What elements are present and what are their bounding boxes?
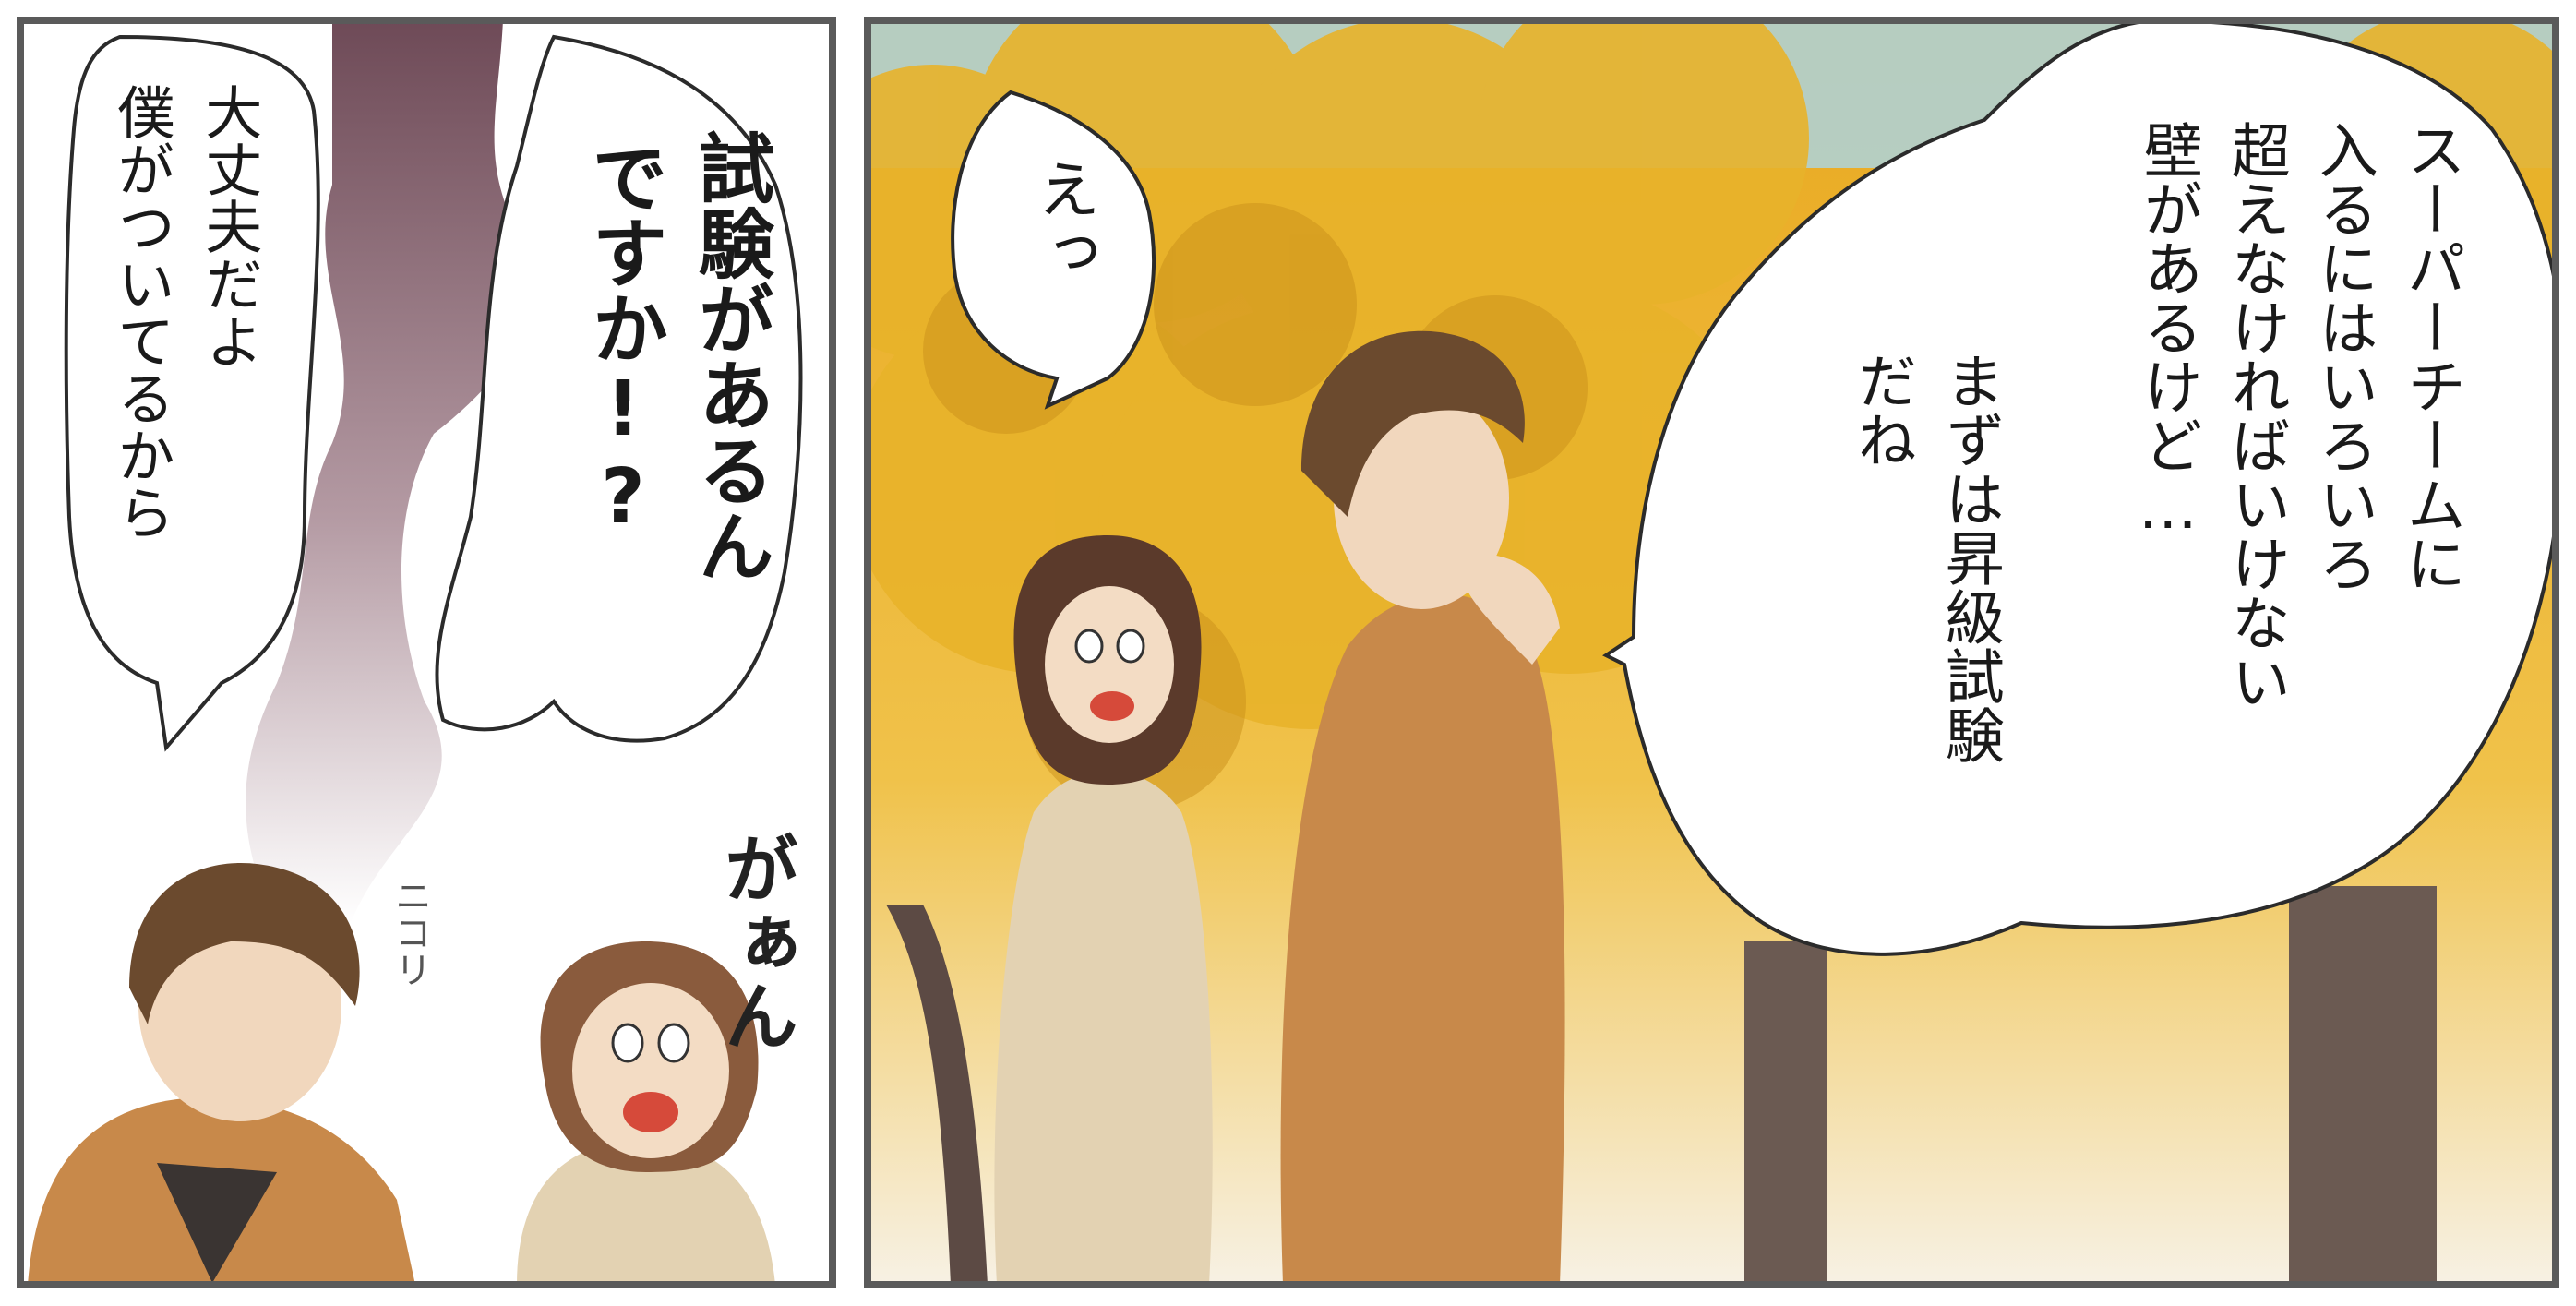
sfx-nikori: ニコリ — [389, 877, 431, 988]
bubble-shiken-line-2: ですか!? — [579, 138, 667, 541]
man-figure-left — [28, 863, 415, 1285]
woman-figure-right — [994, 535, 1213, 1285]
bubble-super-team-line-6: まずは昇級試験 — [1935, 351, 2004, 764]
right-panel-frame — [864, 17, 2559, 1288]
bubble-e-outline — [951, 90, 1156, 410]
bubble-super-team-line-3: 超えなければいけない — [2221, 120, 2290, 711]
bubble-shiken-outline — [435, 34, 803, 743]
mauve-shadow-background — [246, 20, 532, 923]
woman-figure-left — [517, 941, 775, 1285]
bubble-super-team-line-2: 入るにはいろいろ — [2308, 120, 2378, 593]
bubble-super-team-line-1: スーパーチームに — [2396, 120, 2465, 593]
bubble-daijoubu-outline — [64, 34, 320, 752]
tree-trunk-2 — [2289, 886, 2437, 1285]
tree-trunk-1 — [1744, 941, 1827, 1285]
bubble-shiken-line-1: 試験があるん — [685, 129, 773, 583]
left-panel-frame — [17, 17, 836, 1288]
bubble-daijoubu-line-1: 大丈夫だよ — [195, 83, 263, 369]
left-panel-art — [20, 20, 833, 1285]
bubble-daijoubu-line-2: 僕がついてるから — [107, 83, 175, 541]
bubble-e-text: えっ — [1025, 157, 1099, 282]
bubble-super-team-line-4: 壁があるけど… — [2133, 120, 2202, 543]
right-panel-art — [868, 20, 2556, 1285]
sfx-gaan: がぁん — [713, 831, 798, 1052]
man-figure-right — [1280, 330, 1565, 1285]
bubble-super-team-line-7: だね — [1847, 351, 1916, 469]
